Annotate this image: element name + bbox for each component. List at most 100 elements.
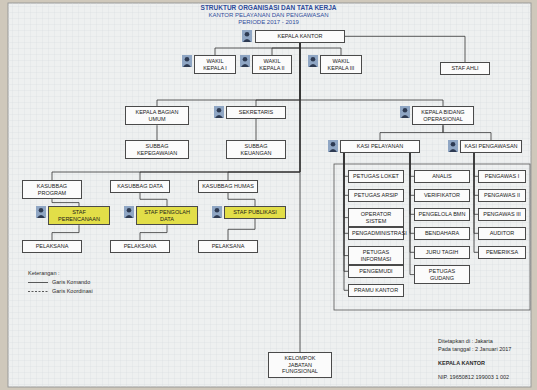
box-text: SEKRETARIS [230,109,282,116]
org-connector [140,193,167,206]
box-text: WAKIL KEPALA I [198,58,232,71]
org-box: PENGEMUDI [348,265,404,278]
org-connector [256,119,257,140]
box-text: PENGEMUDI [352,268,400,275]
box-text: PEMERIKSA [482,249,522,256]
org-box: KASI PELAYANAN [340,140,420,153]
box-text: ANALIS [418,173,466,180]
legend-line-dashed [28,291,48,292]
box-text: BENDAHARA [418,230,466,237]
org-box: PENGADMINISTRASI [348,227,404,240]
box-text: PENGAWAS I [482,173,522,180]
box-text: PENGADMINISTRASI [352,230,400,237]
org-connector [228,193,255,206]
org-connector [256,43,300,106]
highlight-box: STAF PUBLIKASI [224,206,286,219]
org-connector [300,43,341,55]
org-connector [228,43,300,180]
box-text: SUBBAG KEPEGAWAIAN [129,143,185,156]
org-box: STAF AHLI [440,62,490,75]
box-text: KEPALA BAGIAN UMUM [129,109,185,122]
org-box: BENDAHARA [414,227,470,240]
box-text: KASUBBAG PROGRAM [26,183,78,196]
box-text: PELAKSANA [202,243,254,250]
note-label: NIP. 19650812 199003 1 002 [438,374,509,381]
org-box: JURU TAGIH [414,246,470,259]
box-text: STAF AHLI [444,65,486,72]
org-box: PELAKSANA [22,240,82,253]
box-text: PETUGAS ARSIP [352,192,400,199]
box-text: KASUBBAG HUMAS [202,183,254,190]
org-connector [410,153,414,215]
box-text: OPERATOR SISTEM [352,211,400,224]
portrait-photo [242,30,252,42]
org-box: KEPALA BIDANG OPERASIONAL [412,106,474,125]
org-box: KASUBBAG HUMAS [198,180,258,193]
org-box: KASUBBAG DATA [110,180,170,193]
org-box: PENGELOLA BMN [414,208,470,221]
box-text: PENGELOLA BMN [418,211,466,218]
org-connector [474,153,478,215]
board-grid [8,3,531,387]
org-box: PETUGAS GUDANG [414,265,470,284]
org-connector [300,43,301,352]
org-box: KEPALA BAGIAN UMUM [125,106,189,125]
org-connector [52,43,300,180]
org-box: ANALIS [414,170,470,183]
box-text: KASI PENGAWASAN [464,143,518,150]
org-box: KASI PENGAWASAN [460,140,522,153]
org-connector [215,43,300,55]
org-box: WAKIL KEPALA I [194,55,236,74]
box-text: KELOMPOK JABATAN FUNGSIONAL [272,355,328,375]
box-text: PELAKSANA [26,243,78,250]
org-connector [345,36,465,62]
org-box: WAKIL KEPALA II [252,55,292,74]
org-box: PENGAWAS III [478,208,526,221]
org-box: AUDITOR [478,227,526,240]
org-connector [300,43,443,106]
note-label: KEPALA KANTOR [438,360,485,367]
highlight-box: STAF PENGOLAH DATA [136,206,198,225]
legend-line-solid [28,282,48,283]
box-text: KASUBBAG DATA [114,183,166,190]
org-box: SEKRETARIS [226,106,286,119]
org-box: KELOMPOK JABATAN FUNGSIONAL [268,352,332,378]
note-label: Ditetapkan di : Jakarta [438,338,493,345]
box-text: PENGAWAS II [482,192,522,199]
note-label: KANTOR PELAYANAN DAN PENGAWASAN [0,12,537,19]
portrait-photo [36,206,46,218]
org-box: OPERATOR SISTEM [348,208,404,227]
org-connector [52,199,79,206]
org-box: PRAMU KANTOR [348,284,404,297]
box-text: STAF PENGOLAH DATA [140,209,194,222]
portrait-photo [308,55,318,67]
note-label: PERIODE 2017 - 2019 [0,19,537,26]
org-connector [344,153,348,256]
org-box: PETUGAS INFORMASI [348,246,404,265]
org-box: SUBBAG KEPEGAWAIAN [125,140,189,159]
org-connector [228,219,255,240]
org-box: PETUGAS LOKET [348,170,404,183]
org-connector [157,43,300,106]
org-box: VERIFIKATOR [414,189,470,202]
portrait-photo [448,140,458,152]
portrait-photo [328,140,338,152]
portrait-photo [212,206,222,218]
org-box: PETUGAS ARSIP [348,189,404,202]
box-text: PELAKSANA [114,243,166,250]
box-text: STAF PERENCANAAN [52,209,106,222]
box-text: JURU TAGIH [418,249,466,256]
org-box: PENGAWAS I [478,170,526,183]
org-connector [140,225,167,240]
portrait-photo [182,55,192,67]
org-connector [380,125,443,140]
org-box: SUBBAG KEUANGAN [226,140,286,159]
note-label: Garis Komando [52,279,90,286]
box-text: PETUGAS LOKET [352,173,400,180]
box-text: PETUGAS INFORMASI [352,249,400,262]
org-box: PEMERIKSA [478,246,526,259]
org-box: PENGAWAS II [478,189,526,202]
box-text: WAKIL KEPALA III [324,58,358,71]
note-label: Keterangan : [28,270,60,277]
